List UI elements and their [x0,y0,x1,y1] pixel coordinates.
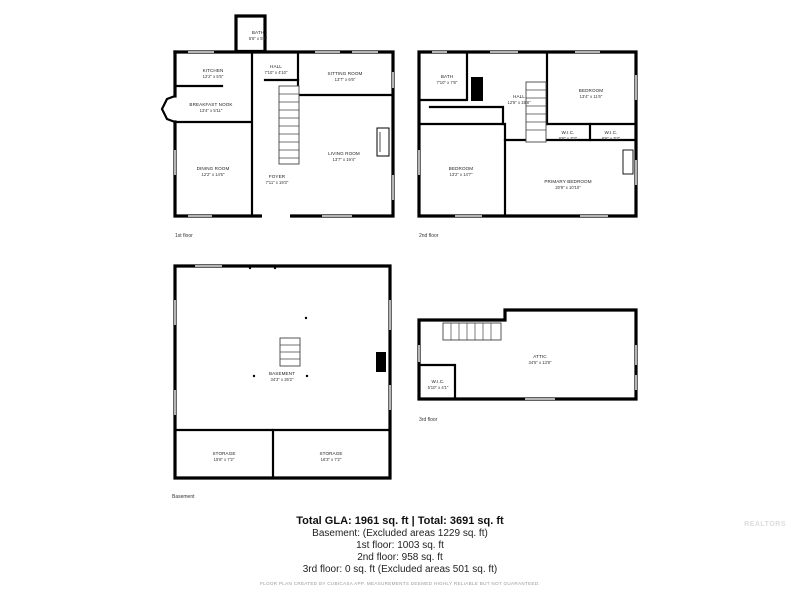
third-floor-area-line: 3rd floor: 0 sq. ft (Excluded areas 501 … [302,564,498,575]
room-dims-storage-2: 16'3" x 7'2" [321,457,342,462]
room-name-wic-3: W.I.C. [431,379,444,384]
room-name-kitchen: KITCHEN [203,68,224,73]
room-dims-sitting: 13'7" x 6'6" [335,77,356,82]
room-dims-bath-1: 5'6" x 5'7" [249,36,268,41]
second-floor-plan: BATH 7'10" x 7'8" HALL 12'5" x 15'8" BED… [417,50,638,239]
room-dims-storage-1: 15'8" x 7'2" [214,457,235,462]
floor-label-basement: Basement [172,494,195,500]
room-name-bath-1: BATH [252,30,264,35]
room-dims-bath-2: 7'10" x 7'8" [437,80,458,85]
room-name-hall-2: HALL [513,94,525,99]
room-name-wic-1: W.I.C. [561,130,574,135]
room-name-storage-1: STORAGE [212,451,235,456]
room-name-sitting: SITTING ROOM [328,71,363,76]
room-dims-wic-2: 6'6" x 3'2" [602,136,621,141]
third-floor-stairs [442,322,502,341]
room-dims-wic-1: 6'6" x 3'2" [559,136,578,141]
room-dims-kitchen: 12'2" x 5'5" [203,74,224,79]
total-area-summary: Total GLA: 1961 sq. ft | Total: 3691 sq.… [296,515,504,527]
room-name-storage-2: STORAGE [319,451,342,456]
room-dims-foyer: 7'11" x 19'3" [266,180,289,185]
room-name-foyer: FOYER [269,174,286,179]
room-dims-living: 13'7" x 19'4" [333,157,356,162]
room-dims-nook: 13'4" x 5'11" [200,108,223,113]
floor-label-2nd: 2nd floor [419,233,439,239]
floor-label-1st: 1st floor [175,233,193,239]
first-floor-stairs [278,85,300,165]
room-name-primary: PRIMARY BEDROOM [544,179,591,184]
room-dims-dining: 12'2" x 14'6" [202,172,225,177]
basement-stairs [279,337,301,367]
room-dims-wic-3: 5'10" x 4'1" [428,385,449,390]
room-dims-bedroom-ne: 13'4" x 11'6" [580,94,603,99]
room-dims-primary: 20'9" x 10'10" [555,185,581,190]
floor-plan-disclaimer: FLOOR PLAN CREATED BY CUBICASA APP. MEAS… [260,581,540,586]
room-name-dining: DINING ROOM [197,166,230,171]
second-floor-stairs [525,81,547,143]
room-dims-hall-2: 12'5" x 15'8" [508,100,531,105]
first-floor-area-line: 1st floor: 1003 sq. ft [356,540,444,551]
room-name-bedroom-w: BEDROOM [449,166,474,171]
room-name-wic-2: W.I.C. [604,130,617,135]
basement-plan: BASEMENT 34'3" x 26'2" STORAGE 15'8" x 7… [172,264,392,500]
room-name-bedroom-ne: BEDROOM [579,88,604,93]
second-floor-area-line: 2nd floor: 958 sq. ft [357,552,443,563]
room-name-nook: BREAKFAST NOOK [189,102,233,107]
room-dims-attic: 34'5" x 13'8" [529,360,552,365]
room-dims-bedroom-w: 13'2" x 14'7" [450,172,473,177]
room-name-bath-2: BATH [441,74,453,79]
room-name-attic: ATTIC [533,354,547,359]
room-dims-basement: 34'3" x 26'2" [271,377,294,382]
third-floor-plan: ATTIC 34'5" x 13'8" W.I.C. 5'10" x 4'1" … [417,308,638,423]
room-dims-hall-1: 7'10" x 4'10" [265,70,288,75]
basement-area-line: Basement: (Excluded areas 1229 sq. ft) [312,528,488,539]
realtors-watermark: REALTORS [744,521,786,528]
floor-label-3rd: 3rd floor [419,417,438,423]
first-floor-plan: BATH 5'6" x 5'7" HALL 7'10" x 4'10" KITC… [160,14,395,239]
room-name-hall-1: HALL [270,64,282,69]
room-name-living: LIVING ROOM [328,151,360,156]
room-name-basement: BASEMENT [269,371,295,376]
